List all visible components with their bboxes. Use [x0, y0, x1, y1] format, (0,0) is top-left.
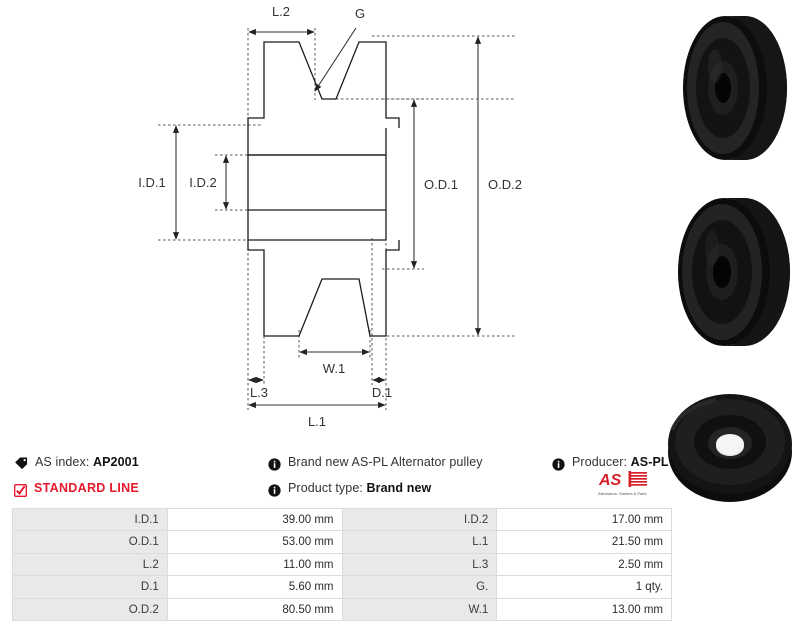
specifications-table: I.D.1 39.00 mm I.D.2 17.00 mm O.D.1 53.0…: [12, 508, 672, 621]
dim-label-l3: L.3: [250, 385, 268, 400]
dim-label-g: G: [355, 6, 365, 21]
standard-line-row: STANDARD LINE: [13, 476, 140, 500]
spec-label: O.D.1: [13, 531, 168, 554]
spec-value: 80.50 mm: [167, 598, 343, 621]
as-index-value: AP2001: [92, 455, 139, 469]
spec-label: I.D.1: [13, 509, 168, 532]
spec-label: L.1: [342, 531, 498, 554]
pulley-cross-section-svg: L.2 G I.D.1 I.D.2 O.D.1 O.D.2 W.1 L.3 D.…: [138, 4, 522, 429]
product-type-text: Product type: Brand new: [288, 481, 431, 495]
tag-icon: [14, 457, 28, 470]
info-icon: [268, 483, 281, 497]
spec-value: 13.00 mm: [497, 598, 672, 621]
producer-row: Producer: AS-PL: [552, 450, 669, 474]
spec-value: 2.50 mm: [497, 553, 672, 577]
product-type-label: Product type:: [288, 481, 363, 495]
info-icon: [268, 457, 281, 471]
spec-label: G.: [342, 576, 498, 599]
producer-label: Producer:: [572, 455, 628, 469]
product-photo-angled[interactable]: [662, 2, 800, 170]
spec-value: 11.00 mm: [167, 553, 343, 577]
dim-label-id1: I.D.1: [138, 175, 165, 190]
spec-value: 39.00 mm: [167, 509, 343, 532]
producer-value: AS-PL: [630, 455, 669, 469]
dim-label-w1: W.1: [323, 361, 345, 376]
logo-mark: AS: [598, 471, 647, 489]
spec-label: L.2: [13, 553, 168, 577]
product-photo-top[interactable]: [662, 362, 800, 522]
spec-label: I.D.2: [342, 509, 498, 532]
product-description-text: Brand new AS-PL Alternator pulley: [288, 455, 483, 469]
table-row: O.D.1 53.00 mm L.1 21.50 mm: [13, 531, 672, 554]
logo-text: AS: [598, 472, 622, 489]
dim-label-id2: I.D.2: [189, 175, 216, 190]
spec-value: 17.00 mm: [497, 509, 672, 532]
spec-value: 1 qty.: [497, 576, 672, 599]
product-type-row: Product type: Brand new: [268, 476, 431, 500]
dim-label-l1: L.1: [308, 414, 326, 429]
product-description-row: Brand new AS-PL Alternator pulley: [268, 450, 483, 474]
dim-label-d1: D.1: [372, 385, 392, 400]
table-row: D.1 5.60 mm G. 1 qty.: [13, 576, 672, 599]
product-type-value: Brand new: [366, 481, 432, 495]
product-info-block: AS index: AP2001 STANDARD LINE Brand ne: [0, 446, 669, 504]
table-row: O.D.2 80.50 mm W.1 13.00 mm: [13, 598, 672, 621]
table-row: I.D.1 39.00 mm I.D.2 17.00 mm: [13, 509, 672, 532]
spec-value: 5.60 mm: [167, 576, 343, 599]
spec-label: D.1: [13, 576, 168, 599]
producer-text: Producer: AS-PL: [572, 455, 669, 469]
spec-value: 53.00 mm: [167, 531, 343, 554]
as-index-row: AS index: AP2001: [14, 450, 139, 474]
technical-drawing: L.2 G I.D.1 I.D.2 O.D.1 O.D.2 W.1 L.3 D.…: [138, 4, 522, 429]
logo-tagline: Alternators, Starters & Parts: [598, 491, 646, 496]
spec-label: O.D.2: [13, 598, 168, 621]
dim-label-l2: L.2: [272, 4, 290, 19]
product-image-gallery: [662, 0, 800, 522]
spec-value: 21.50 mm: [497, 531, 672, 554]
standard-line-label: STANDARD LINE: [34, 481, 140, 495]
table-row: L.2 11.00 mm L.3 2.50 mm: [13, 553, 672, 577]
check-icon: [13, 483, 28, 497]
info-icon: [552, 457, 565, 471]
product-photo-front[interactable]: [662, 176, 800, 356]
dim-label-od1: O.D.1: [424, 177, 458, 192]
as-pl-logo: AS Alternators, Starters & Parts: [597, 468, 659, 498]
as-index-text: AS index: AP2001: [35, 455, 139, 469]
dim-label-od2: O.D.2: [488, 177, 522, 192]
spec-label: W.1: [342, 598, 498, 621]
as-index-label: AS index:: [35, 455, 90, 469]
spec-label: L.3: [342, 553, 498, 577]
